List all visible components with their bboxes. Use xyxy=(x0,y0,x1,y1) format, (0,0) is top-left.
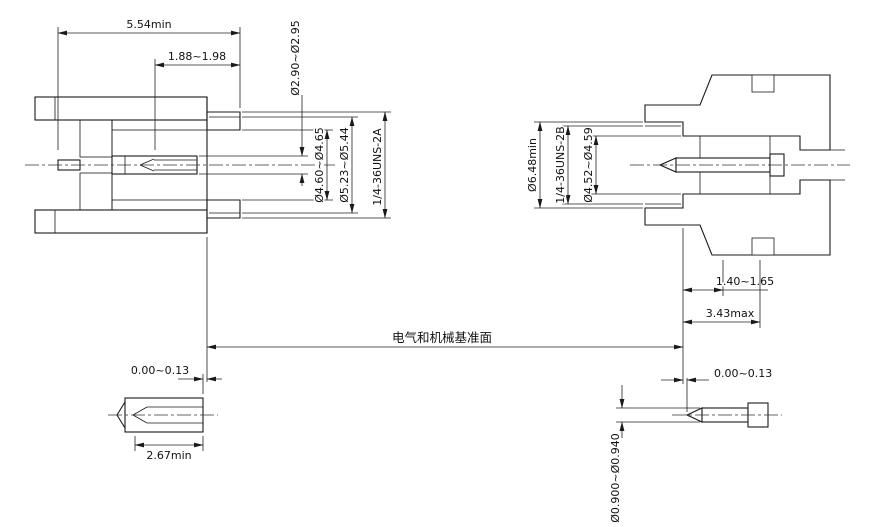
dim-face-offset-left: 0.00~0.13 xyxy=(129,363,222,394)
dim-pin-setback: 1.40~1.65 xyxy=(682,260,776,296)
dim-tip-offset-right-label: 0.00~0.13 xyxy=(714,367,772,380)
left-inner-sleeve-bottom xyxy=(111,199,208,211)
dim-recess-id-label: Ø4.60~Ø4.65 xyxy=(313,127,326,203)
left-thread-minor-lines xyxy=(209,116,240,214)
left-insulator-bottom xyxy=(79,172,113,211)
dim-thread-minor-od-label: Ø5.23~Ø5.44 xyxy=(338,127,351,203)
right-thread-minor-lines xyxy=(645,125,681,205)
right-body-bottom-wall xyxy=(644,179,831,256)
dim-thread-spec-left-label: 1/4-36UNS-2A xyxy=(371,128,384,206)
dim-contact-od: Ø2.90~Ø2.95 xyxy=(199,19,308,186)
dim-slot-depth: 2.67min xyxy=(134,436,204,464)
left-insulator-top xyxy=(79,119,113,158)
dim-contact-setback-label: 1.88~1.98 xyxy=(168,50,226,63)
right-seal-top xyxy=(751,74,775,93)
dim-depth-max: 3.43max xyxy=(682,260,761,328)
dim-depth-max-label: 3.43max xyxy=(706,307,755,320)
dim-overall-length-label: 5.54min xyxy=(126,18,171,31)
dim-bore-min-id-label: Ø6.48min xyxy=(526,138,539,192)
dim-thread-spec-left: 1/4-36UNS-2A xyxy=(242,111,391,219)
dim-thread-minor-od: Ø5.23~Ø5.44 xyxy=(242,116,358,214)
dim-contact-od-label: Ø2.90~Ø2.95 xyxy=(289,20,302,96)
datum-plane-label: 电气和机械基准面 xyxy=(392,330,492,345)
datum-plane-dimension: 电气和机械基准面 xyxy=(206,228,684,384)
dim-pin-diameter-label: Ø0.900~Ø0.940 xyxy=(609,433,622,523)
dim-slot-depth-label: 2.67min xyxy=(146,449,191,462)
dim-recess-id: Ø4.60~Ø4.65 xyxy=(242,126,333,204)
right-contact-detail-view: 0.00~0.13 Ø0.900~Ø0.940 xyxy=(608,366,782,524)
dim-pin-setback-label: 1.40~1.65 xyxy=(716,275,774,288)
dim-bore-min-id: Ø6.48min xyxy=(525,121,643,209)
right-seal-top-bg xyxy=(752,75,774,92)
dim-face-offset-left-label: 0.00~0.13 xyxy=(131,364,189,377)
right-body-top-wall xyxy=(644,74,831,151)
right-insulator-faces xyxy=(699,136,771,194)
left-connector-section-view xyxy=(25,96,335,234)
left-contact-detail-view: 0.00~0.13 2.67min xyxy=(108,363,222,464)
dim-tip-offset-right: 0.00~0.13 xyxy=(661,366,774,412)
right-connector-section-view xyxy=(630,74,850,256)
right-seal-bottom xyxy=(751,237,775,256)
socket-detail-slot xyxy=(132,406,203,424)
left-bore-lines xyxy=(35,119,80,211)
dim-pin-diameter: Ø0.900~Ø0.940 xyxy=(608,385,700,524)
left-nose-top-wall xyxy=(206,111,241,131)
left-inner-sleeve-top xyxy=(111,119,208,131)
left-nose-bottom-wall xyxy=(206,199,241,219)
dim-inner-bore-id-label: Ø4.52~Ø4.59 xyxy=(582,127,595,203)
dim-contact-setback: 1.88~1.98 xyxy=(154,49,241,150)
right-seal-bottom-bg xyxy=(752,238,774,255)
dim-overall-length: 5.54min xyxy=(57,17,241,150)
left-shell-bottom-wall xyxy=(34,209,208,234)
dim-thread-spec-right: 1/4-36UNS-2B xyxy=(553,125,643,205)
left-shell-top-wall xyxy=(34,96,208,121)
dim-inner-bore-id: Ø4.52~Ø4.59 xyxy=(581,126,681,204)
right-cable-entry xyxy=(830,149,845,181)
dim-thread-spec-right-label: 1/4-36UNS-2B xyxy=(554,126,567,203)
left-socket-slot xyxy=(139,158,197,172)
